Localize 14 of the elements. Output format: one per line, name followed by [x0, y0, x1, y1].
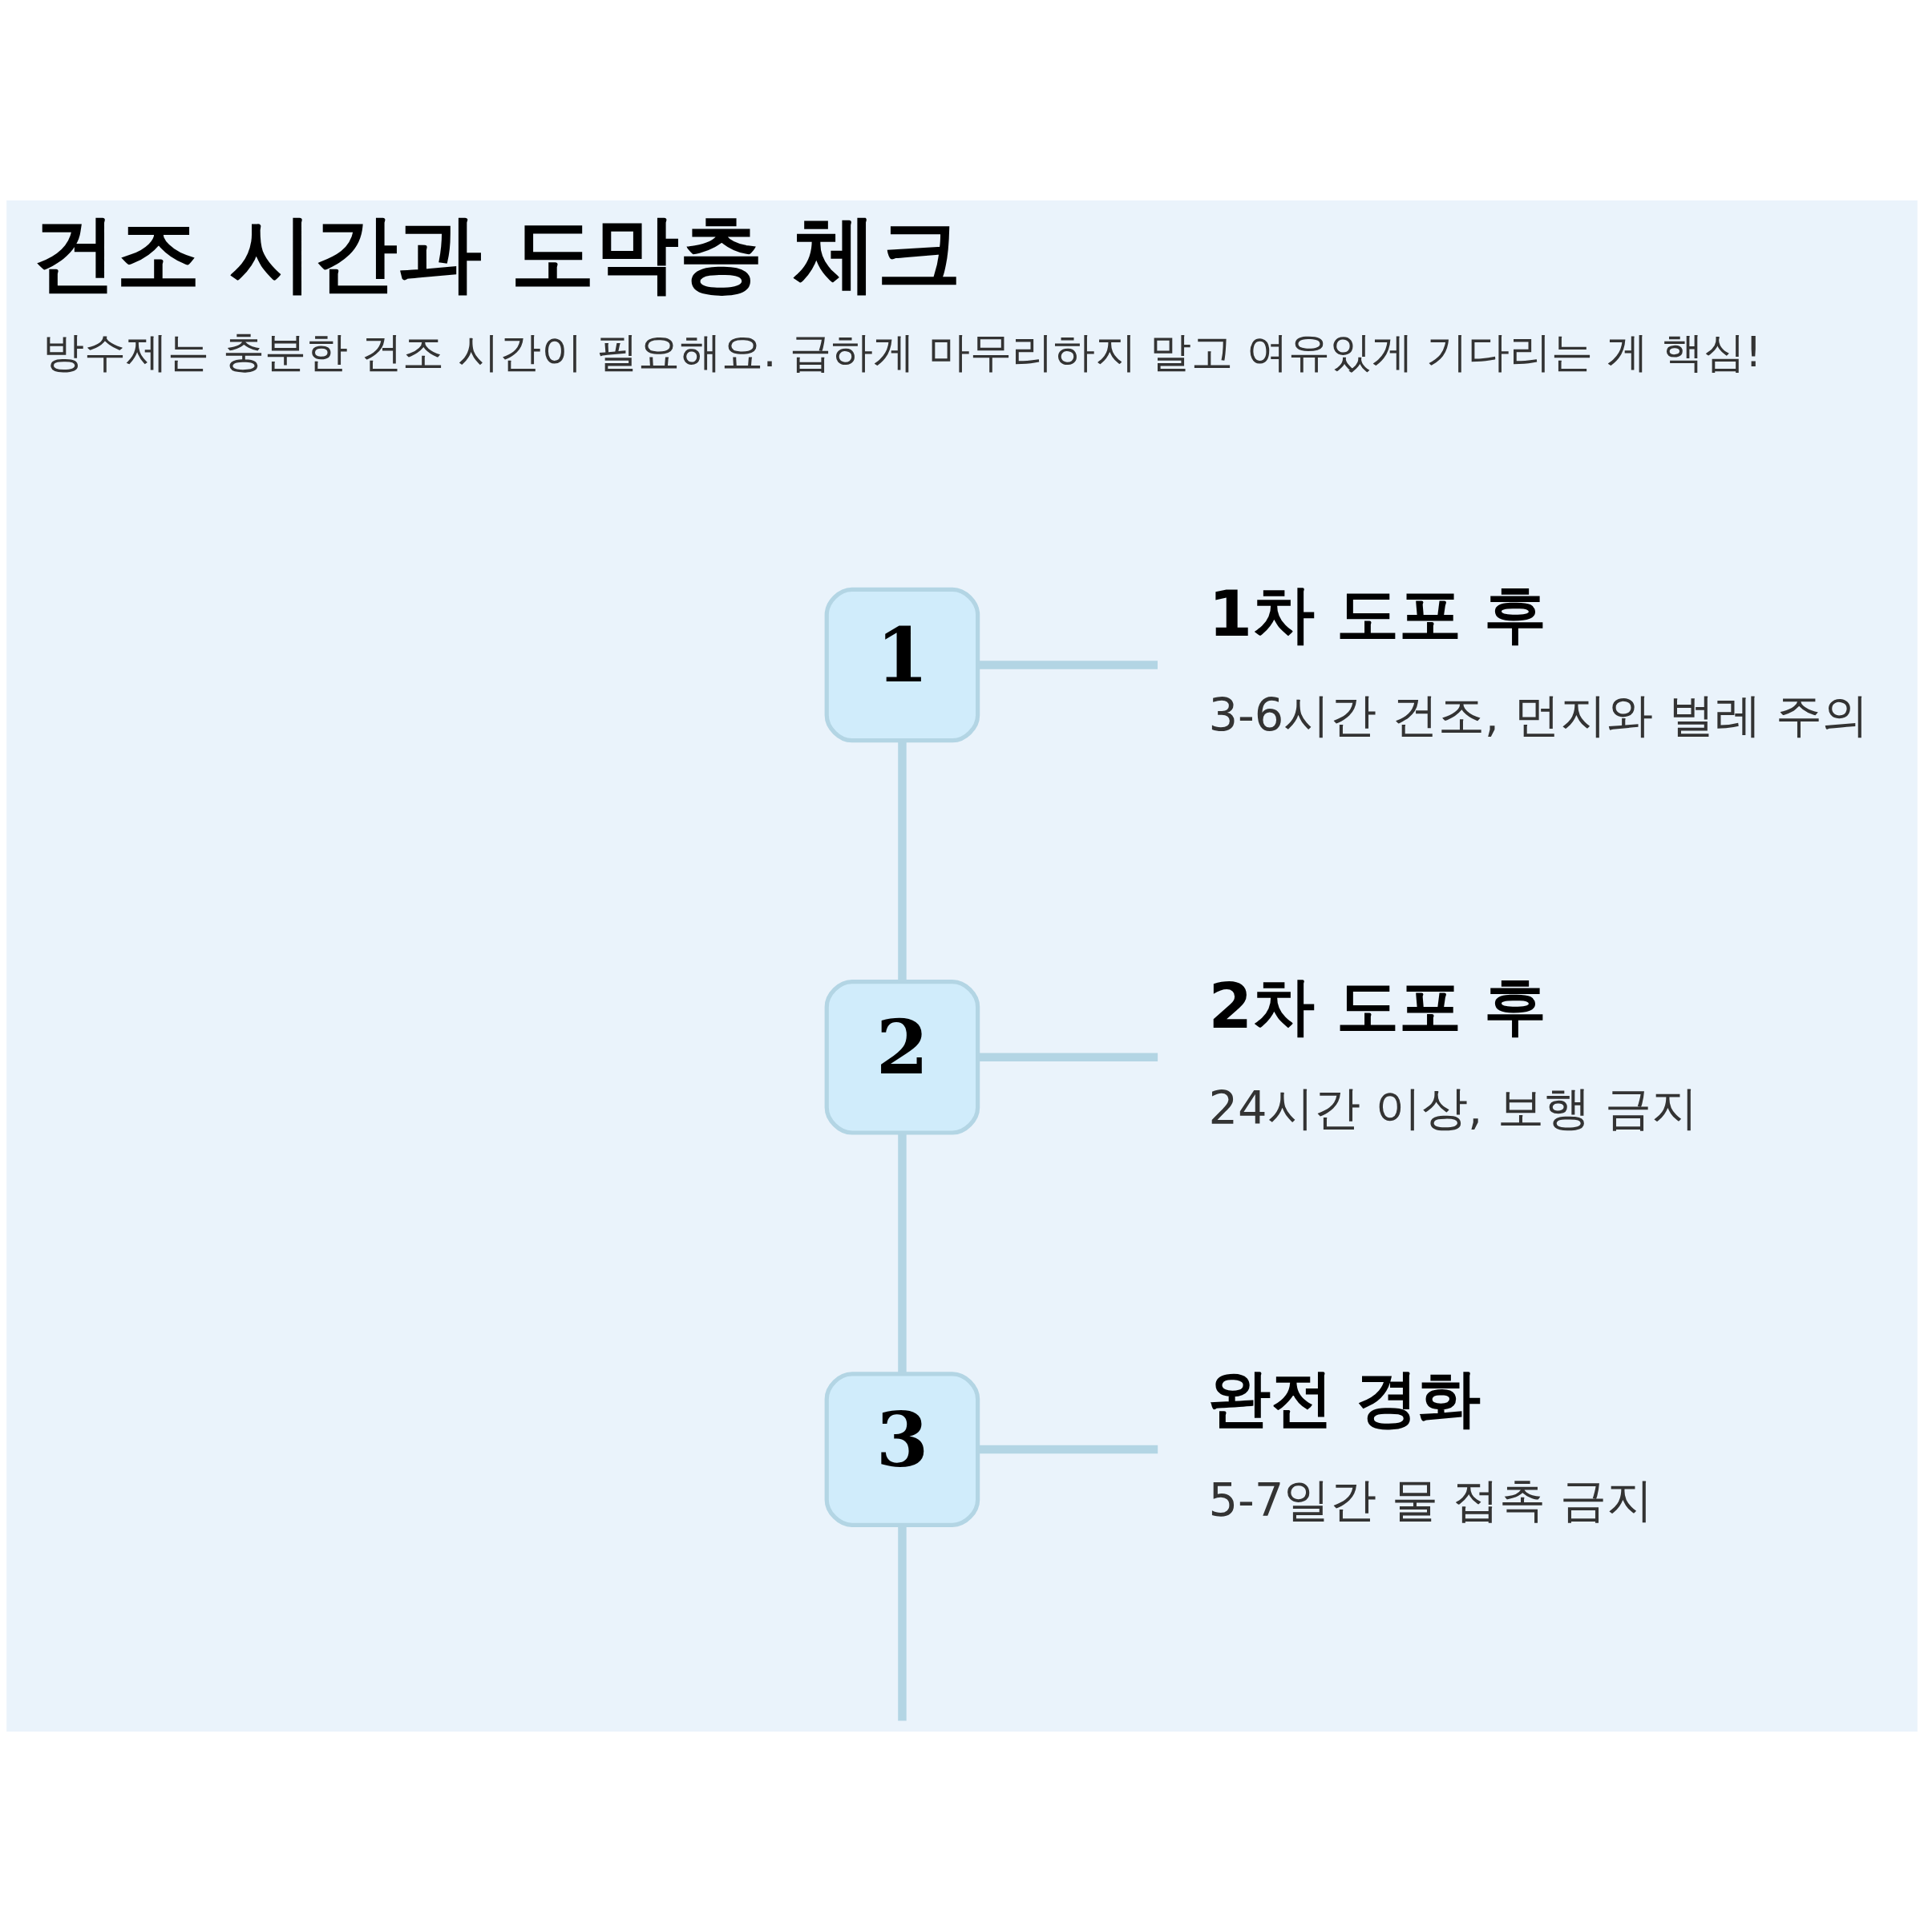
connector	[978, 661, 1158, 669]
connector	[898, 741, 907, 982]
connector	[898, 1133, 907, 1374]
node-box: 2	[824, 980, 980, 1135]
label: 방수제는 충분한 건조 시간이 필요해요. 급하게 마무리하지 말고 여유있게 기다리는 게 핵심!	[42, 326, 1762, 376]
diagram-title: 건조 시간과 도막층 체크	[31, 204, 961, 303]
connector	[978, 1053, 1158, 1062]
connector	[898, 1525, 907, 1721]
connector	[978, 1445, 1158, 1454]
node-text: 1차 도포 후 3-6시간 건조, 먼지와 벌레 주의	[1208, 576, 1869, 743]
node-text: 2차 도포 후 24시간 이상, 보행 금지	[1208, 969, 1698, 1135]
node-box: 3	[824, 1372, 980, 1527]
node-text: 완전 경화 5-7일간 물 접촉 금지	[1208, 1361, 1654, 1527]
node-box: 1	[824, 587, 980, 743]
